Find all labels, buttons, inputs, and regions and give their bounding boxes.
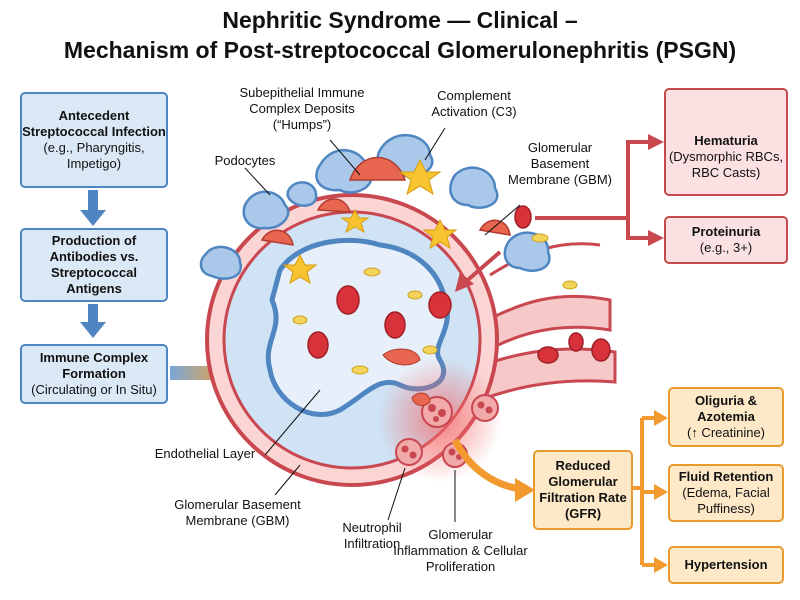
oliguria-box: Oliguria & Azotemia (↑ Creatinine) bbox=[668, 387, 784, 447]
hematuria-box: Hematuria (Dysmorphic RBCs, RBC Casts) bbox=[664, 88, 788, 196]
arrow-to-oliguria bbox=[654, 410, 668, 426]
proliferating-cells bbox=[382, 348, 431, 406]
step-infection-box: Antecedent Streptococcal Infection (e.g.… bbox=[20, 92, 168, 188]
red-branch-connector bbox=[535, 140, 650, 240]
gfr-box: Reduced Glomerular Filtration Rate (GFR) bbox=[533, 450, 633, 530]
hypertension-title: Hypertension bbox=[684, 557, 768, 572]
label-inflammation: Glomerular Inflammation & Cellular Proli… bbox=[393, 527, 528, 574]
oliguria-detail: (↑ Creatinine) bbox=[686, 425, 766, 440]
step-infection-detail: (e.g., Pharyngitis, Impetigo) bbox=[43, 140, 145, 171]
orange-branch-connector bbox=[632, 416, 656, 567]
fluid-box: Fluid Retention (Edema, Facial Puffiness… bbox=[668, 464, 784, 522]
arrow-to-hypertension bbox=[654, 557, 668, 573]
flow-arrow-down-2 bbox=[80, 304, 106, 338]
step-infection-title: Antecedent Streptococcal Infection bbox=[22, 108, 166, 139]
arrow-to-gfr bbox=[451, 438, 535, 502]
flow-arrow-down-1 bbox=[80, 190, 106, 226]
arrow-to-proteinuria bbox=[648, 230, 664, 246]
proteinuria-detail: (e.g., 3+) bbox=[699, 240, 753, 255]
label-endothelial: Endothelial Layer bbox=[154, 446, 256, 461]
fluid-title: Fluid Retention bbox=[678, 469, 774, 484]
label-deposits: Subepithelial Immune Complex Deposits (“… bbox=[239, 85, 365, 132]
hematuria-detail: (Dysmorphic RBCs, RBC Casts) bbox=[668, 149, 784, 180]
arrow-to-hematuria bbox=[648, 134, 664, 150]
label-podocytes: Podocytes bbox=[214, 153, 276, 168]
proteinuria-box: Proteinuria (e.g., 3+) bbox=[664, 216, 788, 264]
step-immune-complex-box: Immune Complex Formation (Circulating or… bbox=[20, 344, 168, 404]
fluid-detail: (Edema, Facial Puffiness) bbox=[682, 485, 770, 516]
title-line-1: Nephritic Syndrome — Clinical – bbox=[222, 7, 578, 33]
step-immune-complex-detail: (Circulating or In Situ) bbox=[31, 382, 157, 397]
title-line-2: Mechanism of Post-streptococcal Glomerul… bbox=[63, 37, 737, 63]
proteinuria-title: Proteinuria bbox=[691, 224, 761, 239]
arrow-to-fluid bbox=[654, 484, 668, 500]
label-gbm-top: Glomerular Basement Membrane (GBM) bbox=[507, 140, 613, 187]
label-gbm-bottom: Glomerular Basement Membrane (GBM) bbox=[174, 497, 301, 528]
label-complement: Complement Activation (C3) bbox=[431, 88, 517, 119]
gfr-title: Reduced Glomerular Filtration Rate (GFR) bbox=[539, 458, 627, 521]
gbm-pointer-arrow bbox=[455, 250, 502, 292]
step-antibodies-title: Production of Antibodies vs. Streptococc… bbox=[49, 233, 139, 296]
platelets bbox=[292, 233, 578, 375]
red-blood-cells bbox=[307, 205, 611, 364]
label-neutrophil: Neutrophil Infiltration bbox=[342, 520, 402, 551]
subepithelial-humps bbox=[260, 156, 511, 246]
oliguria-title: Oliguria & Azotemia bbox=[694, 393, 758, 424]
step-immune-complex-title: Immune Complex Formation bbox=[39, 350, 149, 381]
step-antibodies-box: Production of Antibodies vs. Streptococc… bbox=[20, 228, 168, 302]
arteriole-tubes bbox=[467, 242, 617, 402]
hypertension-box: Hypertension bbox=[668, 546, 784, 584]
hematuria-title: Hematuria bbox=[694, 133, 758, 148]
leader-lines bbox=[244, 127, 521, 522]
complement-stars bbox=[282, 158, 458, 285]
